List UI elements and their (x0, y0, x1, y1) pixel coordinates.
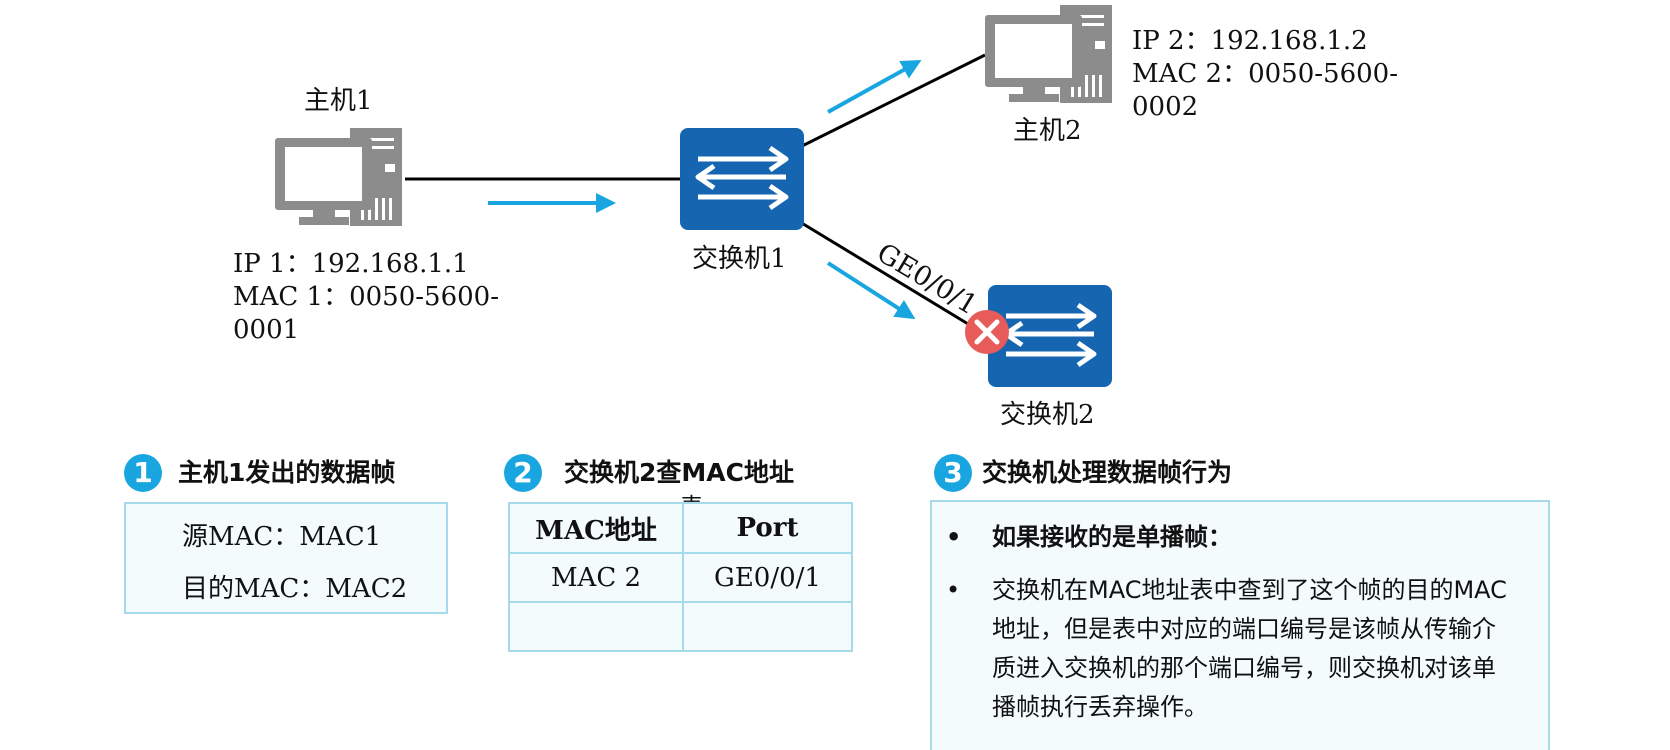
link-switch1-switch2 (799, 220, 979, 332)
drop-x-icon (965, 310, 1009, 354)
port-label-ge0-0-1: GE0/0/1 (871, 237, 982, 321)
table-cell-port: GE0/0/1 (682, 552, 853, 603)
host2-mac-line2: 0002 (1132, 92, 1199, 122)
bullet-icon: • (946, 523, 962, 551)
table-row: MAC 2 GE0/0/1 (508, 552, 853, 603)
table-header-mac: MAC地址 (508, 502, 684, 554)
host2-name: 主机2 (1013, 116, 1082, 146)
flow-arrow-to-switch2 (826, 261, 916, 320)
switch2-name: 交换机2 (1000, 400, 1095, 430)
host2-ip: IP 2：192.168.1.2 (1132, 26, 1368, 56)
step3-title: 交换机处理数据帧行为 (982, 458, 1233, 487)
step2-title: 交换机2查MAC地址 (564, 458, 794, 487)
bullet-text: 如果接收的是单播帧： (992, 523, 1232, 551)
table-cell-mac: MAC 2 (508, 552, 684, 603)
step1-src-mac: 源MAC：MAC1 (182, 522, 382, 552)
computer-icon-host2 (985, 5, 1112, 103)
host2-mac-line1: MAC 2：0050-5600- (1132, 59, 1399, 89)
link-switch1-host2 (799, 53, 986, 149)
host1-name: 主机1 (304, 86, 373, 116)
step1-number-badge: 1 (124, 454, 162, 492)
switch1-name: 交换机1 (692, 244, 787, 274)
table-cell-port (682, 601, 853, 652)
step1-frame-box: 源MAC：MAC1 目的MAC：MAC2 (124, 502, 448, 614)
step1-title: 主机1发出的数据帧 (178, 458, 396, 487)
step1-dst-mac: 目的MAC：MAC2 (182, 574, 408, 604)
computer-icon-host1 (275, 128, 402, 226)
table-cell-mac (508, 601, 684, 652)
switch-icon-switch1 (680, 128, 804, 230)
host1-ip: IP 1：192.168.1.1 (233, 249, 469, 279)
mac-address-table: MAC地址 Port MAC 2 GE0/0/1 (508, 502, 853, 652)
step3-bullet-list: • 如果接收的是单播帧： • 交换机在MAC地址表中查到了这个帧的目的MAC地址… (932, 518, 1514, 727)
flow-arrow-to-host2 (827, 60, 922, 114)
list-item: • 交换机在MAC地址表中查到了这个帧的目的MAC地址，但是表中对应的端口编号是… (932, 571, 1514, 727)
bullet-icon: • (946, 576, 961, 604)
step3-number-badge: 3 (934, 454, 972, 492)
list-item: • 如果接收的是单播帧： (932, 518, 1514, 557)
host1-mac-line2: 0001 (233, 315, 300, 345)
step3-behavior-box: • 如果接收的是单播帧： • 交换机在MAC地址表中查到了这个帧的目的MAC地址… (930, 500, 1550, 750)
bullet-text: 交换机在MAC地址表中查到了这个帧的目的MAC地址，但是表中对应的端口编号是该帧… (992, 576, 1507, 721)
step2-number-badge: 2 (504, 454, 542, 492)
table-header-port: Port (682, 502, 853, 554)
host1-mac-line1: MAC 1：0050-5600- (233, 282, 500, 312)
table-header-row: MAC地址 Port (508, 502, 853, 554)
table-row (508, 601, 853, 652)
